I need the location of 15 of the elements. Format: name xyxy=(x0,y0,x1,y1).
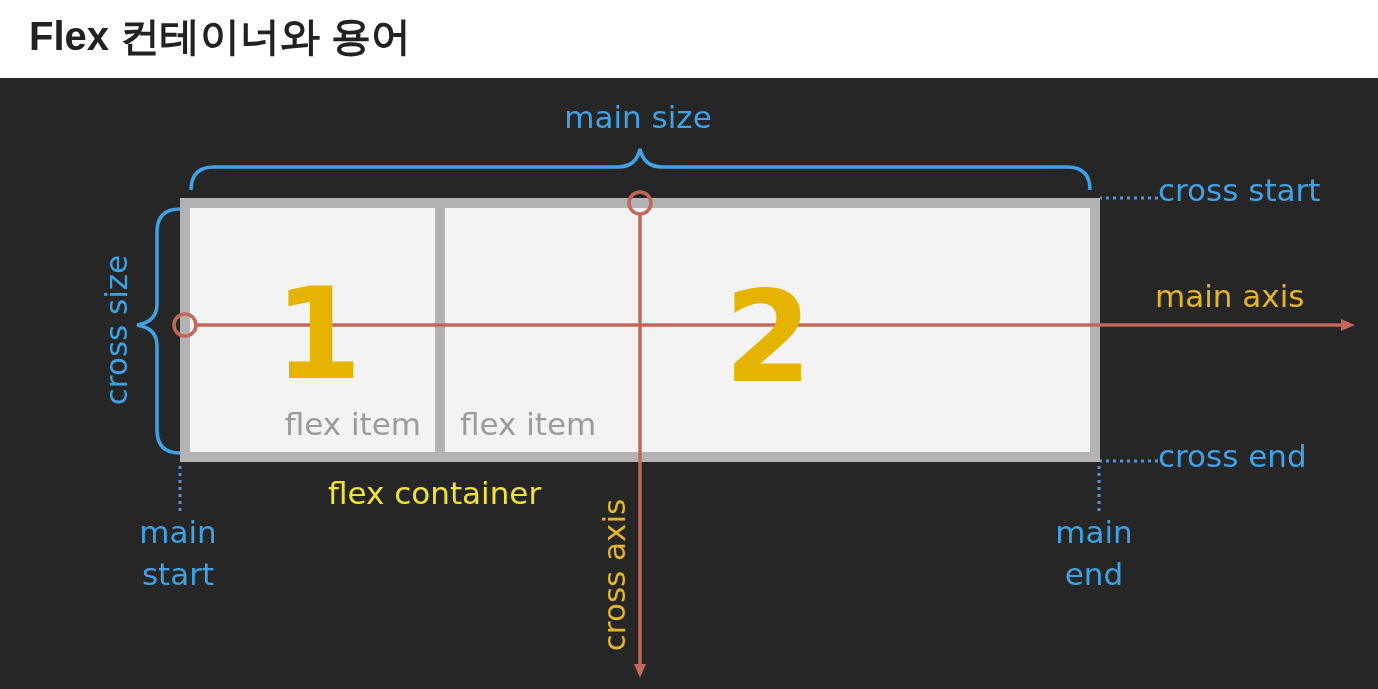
axis-label: cross axis xyxy=(596,498,634,652)
item-label: flex item xyxy=(460,406,597,444)
flex-item-box xyxy=(445,208,1090,452)
term-label: main end xyxy=(1049,511,1139,595)
title: Flex 컨테이너와 용어 xyxy=(29,14,412,58)
leader-line xyxy=(1100,196,1158,200)
container-label: flex container xyxy=(328,475,542,511)
term-label: cross start xyxy=(1158,172,1321,210)
item-label: flex item xyxy=(284,406,421,444)
term-label: main start xyxy=(133,511,223,595)
term-label: cross end xyxy=(1158,438,1307,476)
leader-line xyxy=(1100,459,1158,463)
axis-label: main axis xyxy=(1155,278,1305,316)
size-label: cross size xyxy=(98,254,136,406)
size-label: main size xyxy=(564,99,712,137)
